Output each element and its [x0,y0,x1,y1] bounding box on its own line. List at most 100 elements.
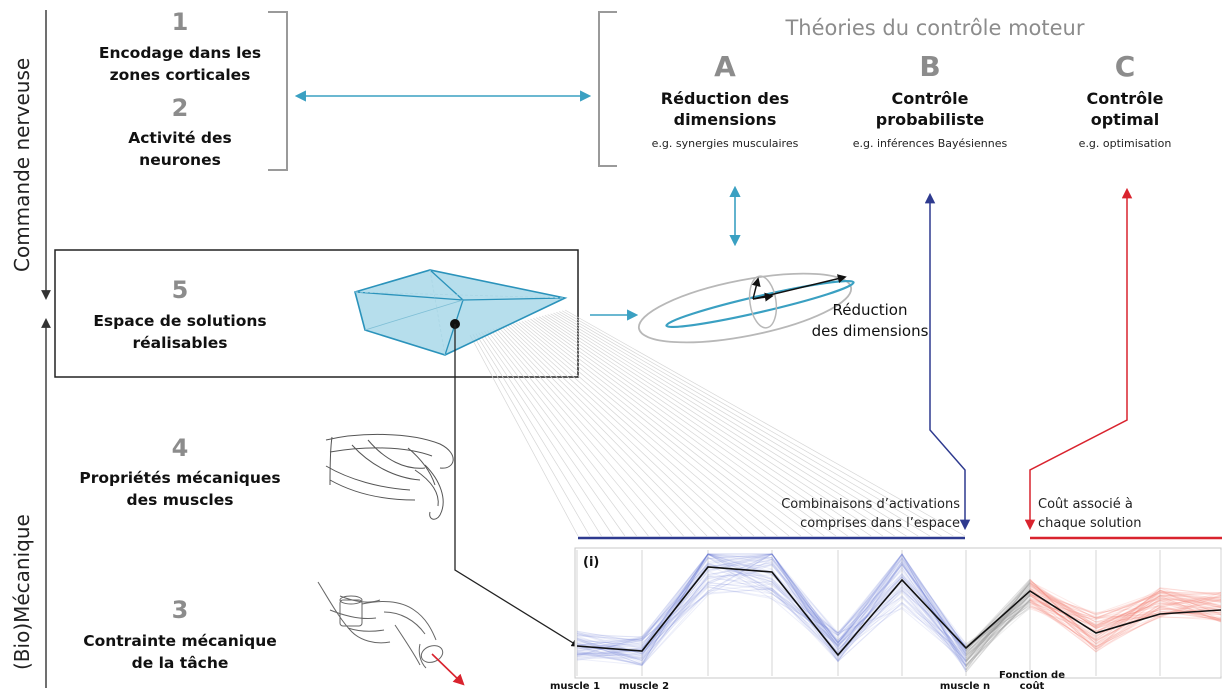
solution-line-cost [1029,582,1222,626]
solution-line-cost [1029,593,1222,642]
solution-line-cost [1029,587,1222,627]
solution-line-transition [965,582,1031,663]
dimension-ellipse [637,272,855,344]
solution-line-muscles [576,556,967,657]
parallel-coordinates-plot [574,547,1222,679]
solution-line-muscles [576,562,967,666]
solution-line-transition [965,586,1031,663]
solution-line-muscles [576,554,967,666]
solution-line-muscles [576,553,967,659]
projection-line [469,334,579,537]
projection-line [564,309,966,537]
theory-A-letter: A [714,50,736,83]
solution-line-muscles [576,553,967,653]
solution-line-muscles [576,555,967,656]
projection-line [553,312,919,537]
solution-line-transition [965,595,1031,673]
solution-line-muscles [576,563,967,654]
solution-line-muscles [576,553,967,665]
solution-line-cost [1029,599,1222,619]
solution-line-transition [965,594,1031,658]
solution-line-muscles [576,553,967,673]
solution-line-transition [965,583,1031,652]
solution-line-cost [1029,595,1222,640]
projection-line [498,327,696,537]
solution-line-cost [1029,606,1222,626]
projection-line [472,334,591,537]
solution-line-muscles [576,562,967,662]
bracket-left [268,11,288,171]
solution-line-muscles [576,553,967,667]
solution-line-muscles [576,581,967,662]
solution-line-muscles [576,557,967,663]
solution-line-muscles [576,553,967,665]
projection-line [544,315,884,537]
projection-line [478,332,614,537]
item-3-number: 3 [171,596,189,624]
projection-line [486,330,649,537]
solution-line-cost [1029,587,1222,653]
solution-line-muscles [576,561,967,657]
solution-line-transition [965,579,1031,648]
solution-line-muscles [576,563,967,671]
solution-line-cost [1029,591,1222,619]
projection-line [501,326,708,537]
solution-space-box [54,249,579,378]
solution-line-cost [1029,592,1222,643]
projection-line [521,321,790,537]
solution-line-transition [965,591,1031,660]
axis-muscle-n: muscle n [939,681,991,692]
task-force-arrow [431,653,465,686]
solution-line-transition [965,601,1031,662]
solution-line-transition [965,600,1031,668]
solution-line-cost [1029,594,1222,621]
solution-line-muscles [576,553,967,659]
solution-line-muscles [576,583,967,666]
projection-line [556,311,930,537]
solution-line-muscles [576,563,967,662]
solution-line-muscles [576,553,967,663]
solution-line-transition [965,589,1031,668]
ellipse-label: Réduction des dimensions [811,301,929,340]
nerve-command-label: Commande nerveuse [10,57,34,272]
theory-C-letter: C [1114,50,1136,83]
solution-line-cost [1029,587,1222,623]
projection-line [495,327,684,537]
solution-line-transition [965,581,1031,671]
biomechanics-label: (Bio)Mécanique [10,514,34,670]
solution-line-cost [1029,591,1222,647]
solution-line-transition [965,607,1031,665]
solution-line-transition [965,608,1031,647]
solution-line-transition [965,579,1031,662]
solution-line-cost [1029,581,1222,616]
item-5-number: 5 [171,276,189,304]
solution-line-cost [1029,580,1222,628]
solution-line-cost [1029,598,1222,628]
solution-line-transition [965,593,1031,666]
solution-line-cost [1029,588,1222,639]
solution-line-muscles [576,559,967,666]
projection-line [530,318,825,537]
solution-line-transition [965,582,1031,661]
panel-label: (i) [583,555,600,570]
solution-line-transition [965,599,1031,666]
axis-muscle-1: muscle 1 [549,681,601,692]
solution-line-cost [1029,601,1222,648]
solution-line-transition [965,606,1031,656]
solution-line-transition [965,591,1031,654]
solution-line-transition [965,599,1031,649]
solution-line-cost [1029,598,1222,652]
item-5-label: Espace de solutions réalisables [93,312,267,352]
projection-line [547,314,895,537]
solution-line-cost [1029,590,1222,638]
solution-line-transition [965,602,1031,653]
solution-line-transition [965,592,1031,655]
solution-line-muscles [576,553,967,671]
solution-line-muscles [576,556,967,667]
solution-line-cost [1029,581,1222,637]
projection-line [524,320,802,537]
theory-C-arrow [1024,187,1133,531]
projection-line [538,316,860,537]
solution-line-muscles [576,560,967,661]
theories-title: Théories du contrôle moteur [785,16,1085,40]
